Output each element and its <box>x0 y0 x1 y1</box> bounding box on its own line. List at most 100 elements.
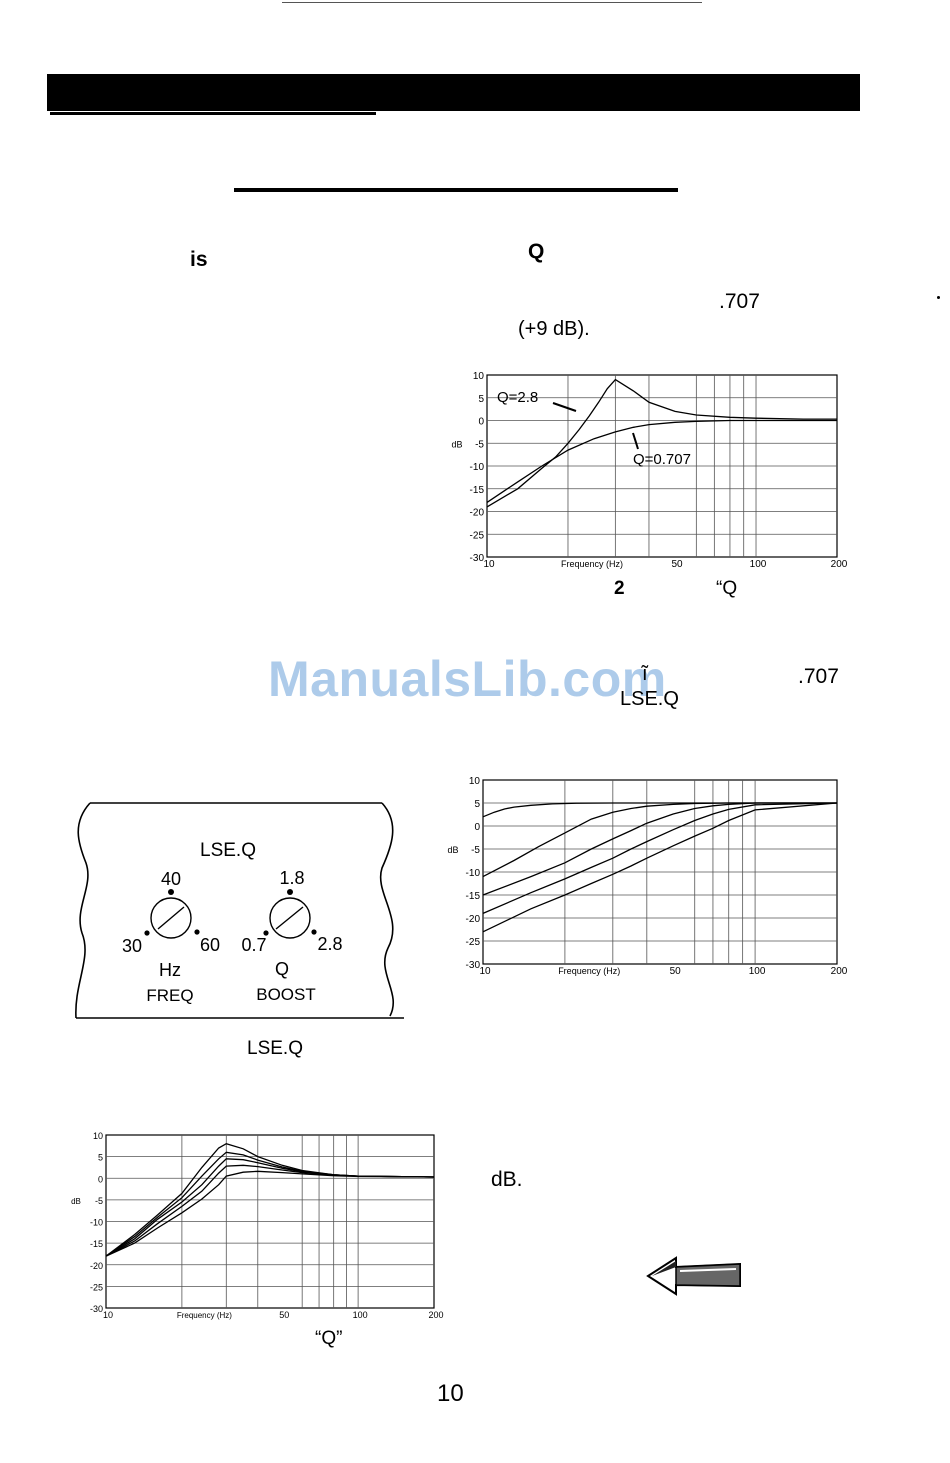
y-tick-label: 5 <box>474 799 480 810</box>
x-tick-label: 10 <box>483 559 495 570</box>
y-tick-label: -25 <box>90 1282 103 1292</box>
x-tick-label: 100 <box>750 559 767 570</box>
back-arrow-icon[interactable] <box>646 1255 744 1297</box>
freq-dot-left <box>144 930 150 936</box>
series-line <box>105 1164 435 1257</box>
x-tick-label: 100 <box>353 1310 368 1320</box>
section-header-bar <box>47 74 860 111</box>
y-tick-label: 10 <box>93 1131 103 1141</box>
series-line <box>105 1158 435 1257</box>
q-left-label: 0.7 <box>241 935 266 955</box>
q-boost-knob[interactable] <box>269 897 311 939</box>
q-dot-right <box>311 929 317 935</box>
title-rule <box>234 188 678 192</box>
text-q-heading: Q <box>528 240 545 263</box>
q-dot-top <box>287 889 293 895</box>
y-tick-label: -15 <box>466 891 481 902</box>
figure-1-caption-q: “Q <box>716 578 738 599</box>
panel-title: LSE.Q <box>200 840 256 861</box>
q-right-label: 2.8 <box>317 934 342 954</box>
y-tick-label: -25 <box>466 937 481 948</box>
x-axis-label: Frequency (Hz) <box>177 1311 232 1320</box>
text-q707-b: .707 <box>798 665 839 688</box>
y-tick-label: -15 <box>470 485 485 496</box>
y-tick-label: -15 <box>90 1239 103 1249</box>
series-line <box>482 802 837 896</box>
text-partial-glyph: ĩ <box>642 663 648 685</box>
series-line <box>482 802 837 878</box>
text-plus9db: (+9 dB). <box>518 318 590 340</box>
y-axis-label: dB <box>447 845 458 855</box>
panel-caption: LSE.Q <box>247 1038 303 1059</box>
y-tick-label: 0 <box>474 822 480 833</box>
top-rule <box>282 2 702 3</box>
series-line <box>482 802 838 914</box>
freq-top-label: 40 <box>161 869 181 889</box>
text-is: is <box>190 248 208 271</box>
y-tick-label: 5 <box>98 1153 103 1163</box>
text-q707: .707 <box>719 290 760 313</box>
y-tick-label: -10 <box>466 868 481 879</box>
y-tick-label: -5 <box>95 1196 103 1206</box>
page-number: 10 <box>437 1380 464 1407</box>
x-tick-label: 10 <box>479 966 491 977</box>
freq-label: FREQ <box>146 986 193 1005</box>
annotation-pointer <box>632 432 639 450</box>
figure-3-caption: “Q” <box>315 1328 343 1349</box>
y-tick-label: 0 <box>478 417 484 428</box>
stray-dot <box>937 296 940 299</box>
y-tick-label: -5 <box>475 439 484 450</box>
q-top-label: 1.8 <box>279 868 304 888</box>
x-tick-label: 50 <box>279 1310 289 1320</box>
y-tick-label: 5 <box>478 394 484 405</box>
lseq-front-panel: LSE.Q 40 30 60 Hz FREQ 1.8 0.7 2.8 Q BOO… <box>75 802 404 1019</box>
x-tick-label: 200 <box>831 559 848 570</box>
q-unit-label: Q <box>275 959 289 979</box>
annotation-label: Q=0.707 <box>633 451 691 468</box>
y-tick-label: -10 <box>90 1218 103 1228</box>
freq-dot-right <box>194 929 200 935</box>
x-tick-label: 200 <box>428 1310 443 1320</box>
x-tick-label: 100 <box>749 966 766 977</box>
watermark: ManualsLib.com <box>268 651 667 707</box>
y-tick-label: 10 <box>473 371 485 382</box>
y-tick-label: -5 <box>471 845 480 856</box>
freq-dot-top <box>168 889 174 895</box>
series-line <box>105 1170 435 1257</box>
y-tick-label: 0 <box>98 1174 103 1184</box>
y-tick-label: -20 <box>466 914 481 925</box>
y-tick-label: -10 <box>470 462 485 473</box>
text-db: dB. <box>491 1168 523 1191</box>
boost-label: BOOST <box>256 985 316 1004</box>
figure-1-caption-number: 2 <box>614 578 625 599</box>
freq-unit-label: Hz <box>159 960 181 980</box>
annotation-pointer <box>552 402 577 412</box>
freq-knob[interactable] <box>150 897 192 939</box>
series-line <box>482 802 838 933</box>
text-lseq-b: LSE.Q <box>620 688 679 710</box>
y-tick-label: -30 <box>90 1304 103 1314</box>
y-tick-label: -30 <box>466 960 481 971</box>
y-axis-label: dB <box>451 439 462 449</box>
y-tick-label: -30 <box>470 553 485 564</box>
q-dot-left <box>263 930 269 936</box>
freq-left-label: 30 <box>122 936 142 956</box>
y-tick-label: -25 <box>470 530 485 541</box>
x-axis-label: Frequency (Hz) <box>558 966 620 976</box>
section-header-underline <box>50 112 376 115</box>
annotation-label: Q=2.8 <box>497 389 538 406</box>
freq-right-label: 60 <box>200 935 220 955</box>
x-tick-label: 50 <box>671 559 683 570</box>
x-tick-label: 10 <box>103 1310 113 1320</box>
y-tick-label: 10 <box>469 776 481 787</box>
y-tick-label: -20 <box>90 1261 103 1271</box>
y-tick-label: -20 <box>470 508 485 519</box>
x-tick-label: 200 <box>831 966 848 977</box>
x-axis-label: Frequency (Hz) <box>561 559 623 569</box>
series-line <box>486 419 837 503</box>
x-tick-label: 50 <box>670 966 682 977</box>
y-axis-label: dB <box>71 1197 81 1206</box>
